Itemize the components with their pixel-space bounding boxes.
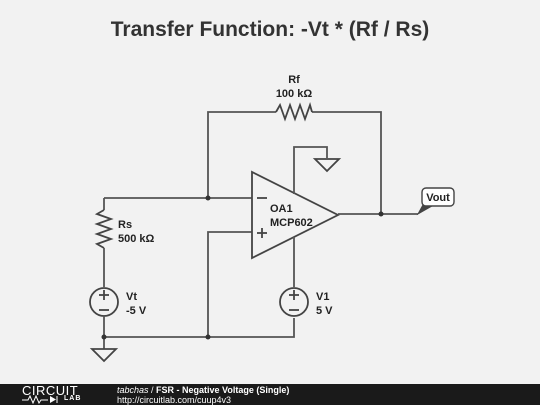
voltage-source-v1[interactable]	[279, 287, 309, 317]
vout-flag[interactable]	[421, 187, 455, 207]
v1-value: 5 V	[316, 305, 333, 317]
wire-noninverting	[207, 231, 252, 337]
footer-url[interactable]: http://circuitlab.com/cuup4v3	[117, 395, 232, 405]
wire-ground-bus	[104, 318, 295, 338]
logo-text-bottom: LAB	[64, 395, 82, 402]
junction-dot	[378, 211, 384, 217]
footer-circuit-name[interactable]: FSR - Negative Voltage (Single)	[156, 385, 290, 395]
footer-separator: /	[148, 385, 157, 395]
rf-value: 100 kΩ	[276, 88, 313, 100]
footer-bar: CIRCUIT LAB tabchas / FSR - Negative Vol…	[0, 383, 540, 405]
ground-icon	[89, 348, 119, 363]
circuitlab-logo[interactable]: CIRCUIT LAB	[22, 383, 100, 405]
resistor-rs[interactable]	[94, 209, 114, 249]
junction-dot	[205, 195, 211, 201]
rf-name: Rf	[288, 74, 300, 86]
junction-dot	[205, 334, 211, 340]
opamp-part: MCP602	[270, 217, 313, 229]
opamp-oa1[interactable]	[251, 170, 341, 260]
rs-value: 500 kΩ	[118, 233, 155, 245]
wire-feedback	[207, 111, 276, 198]
logo-text-top: CIRCUIT	[22, 383, 79, 398]
ground-icon-top	[312, 158, 342, 173]
rs-name: Rs	[118, 219, 132, 231]
vt-name: Vt	[126, 291, 137, 303]
v1-name: V1	[316, 291, 329, 303]
logo-wave-icon	[22, 395, 58, 404]
vout-label: Vout	[426, 192, 450, 204]
opamp-name: OA1	[270, 203, 293, 215]
junction-dot	[101, 334, 107, 340]
circuit-schematic: Vout Rf 100 kΩ Rs 500 kΩ OA1 MCP602 Vt -…	[89, 74, 455, 363]
wire-feedback-right	[312, 111, 382, 214]
vt-value: -5 V	[126, 305, 147, 317]
diagram-title: Transfer Function: -Vt * (Rf / Rs)	[110, 18, 430, 41]
footer-circuit-info: tabchas / FSR - Negative Voltage (Single…	[117, 385, 289, 395]
wire-opamp-top-supply	[293, 146, 328, 194]
footer-author[interactable]: tabchas	[117, 385, 149, 395]
resistor-rf[interactable]	[275, 102, 313, 122]
